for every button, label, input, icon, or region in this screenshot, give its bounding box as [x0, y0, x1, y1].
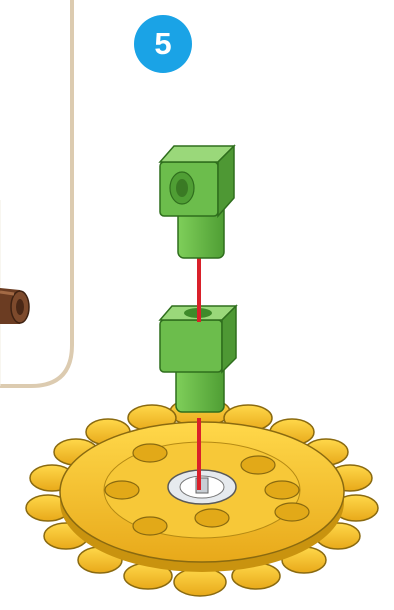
green-corner-connector-top — [160, 146, 234, 258]
previous-step-panel — [0, 0, 72, 386]
brown-peg-piece — [0, 288, 29, 324]
step-number-badge: 5 — [134, 15, 192, 73]
yellow-gear — [26, 398, 378, 596]
